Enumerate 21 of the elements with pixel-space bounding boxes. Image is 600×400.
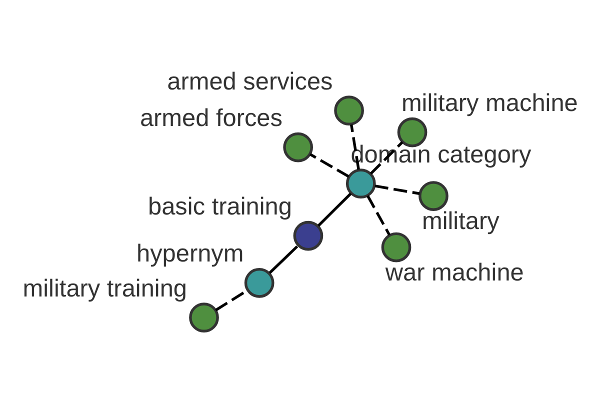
node-circle — [334, 95, 364, 126]
connector — [366, 194, 391, 236]
node-circle — [418, 180, 448, 210]
connector — [268, 244, 298, 274]
connector — [374, 184, 420, 194]
node-circle — [283, 132, 314, 162]
node-label: military training — [22, 274, 188, 302]
node-label: hypernym — [136, 240, 244, 268]
node-circle — [293, 220, 324, 250]
connector — [310, 152, 350, 178]
node-label: armed forces — [140, 104, 282, 132]
node-circle — [189, 302, 219, 332]
node-circle — [346, 168, 376, 198]
node-label: war machine — [385, 258, 524, 286]
node-label: military machine — [401, 90, 578, 117]
node-label: basic training — [148, 193, 292, 220]
node-circle — [244, 267, 274, 298]
node-label: military — [422, 208, 500, 235]
node-label: armed services — [167, 68, 333, 95]
connector — [317, 192, 352, 226]
node-circle — [381, 232, 412, 262]
